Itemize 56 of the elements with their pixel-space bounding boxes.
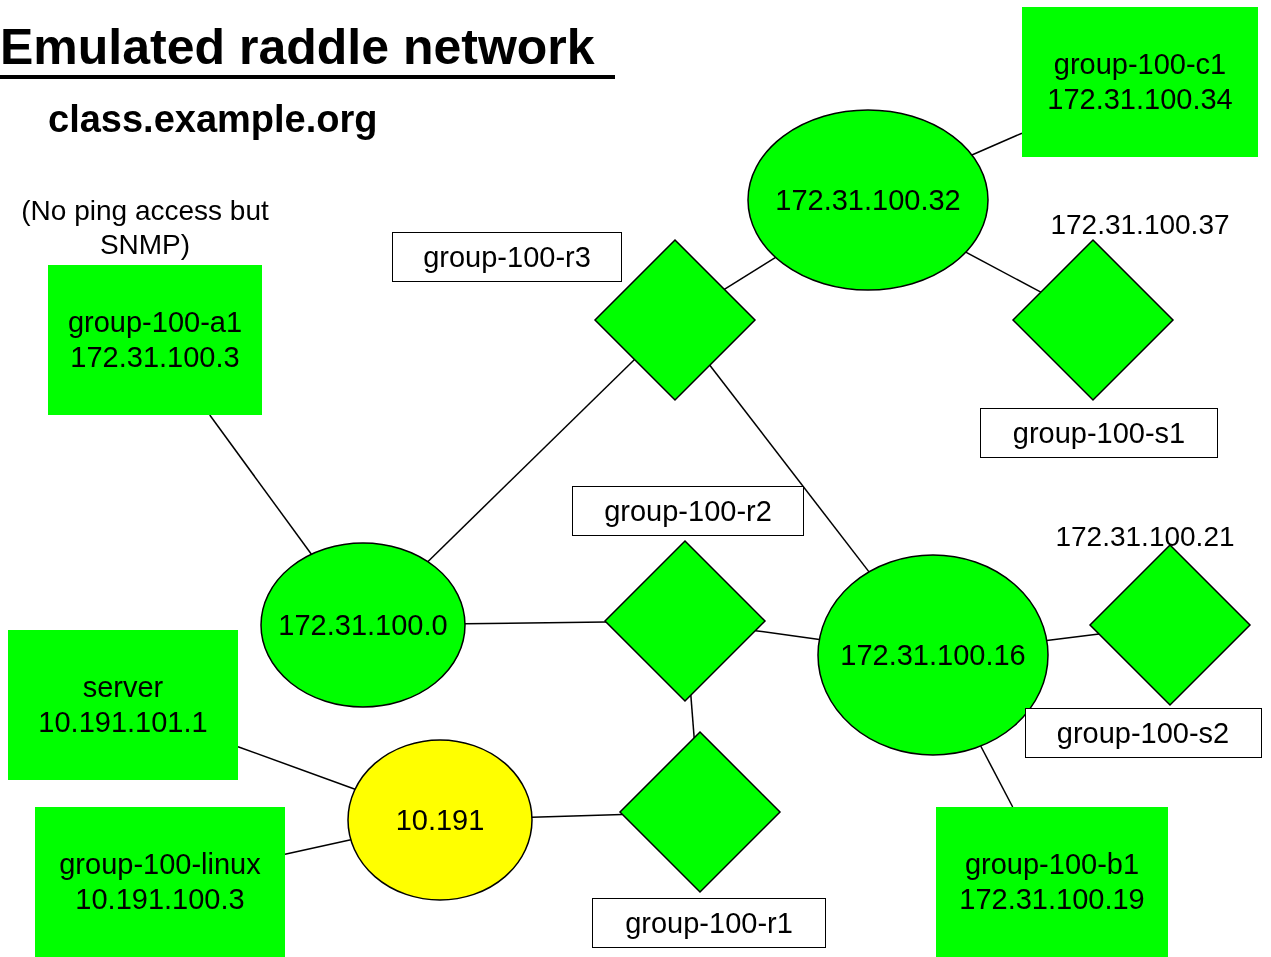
- connector-line: [209, 414, 313, 556]
- host-box: [1022, 7, 1258, 157]
- node-label: 10.191.100.3: [75, 882, 245, 917]
- node-label: 172.31.100.19: [959, 882, 1145, 917]
- router-diamond: [1013, 240, 1173, 400]
- node-label: group-100-s1: [1012, 415, 1186, 451]
- connector-line: [237, 745, 356, 790]
- router-diamond: [1090, 545, 1250, 705]
- name-tag: [1024, 708, 1262, 758]
- node-label: group-100-b1: [964, 847, 1140, 882]
- connector-line: [531, 813, 624, 818]
- node-label: group-100-linux: [59, 847, 261, 882]
- name-tag: [392, 232, 622, 282]
- connector-line: [971, 132, 1023, 156]
- node-label: group-100-s2: [1056, 715, 1230, 751]
- host-box: [35, 807, 285, 957]
- network-ellipse: [348, 740, 532, 900]
- connector-line: [979, 745, 1014, 808]
- network-ellipse: [748, 110, 988, 290]
- address-label: 172.31.100.37: [1049, 208, 1231, 242]
- node-label: 172.31.100.32: [775, 182, 961, 218]
- node-label: group-100-r1: [625, 905, 793, 941]
- node-label: 172.31.100.0: [278, 607, 448, 643]
- connector-line: [709, 364, 870, 573]
- connector-line: [284, 839, 352, 856]
- node-label: group-100-r3: [423, 239, 591, 275]
- domain-label: class.example.org: [48, 98, 378, 141]
- router-diamond: [620, 732, 780, 892]
- node-label: 10.191.101.1: [38, 705, 208, 740]
- node-label: 172.31.100.16: [840, 637, 1026, 673]
- network-ellipse: [261, 543, 465, 707]
- connector-line: [427, 358, 636, 563]
- name-tag: [980, 408, 1218, 458]
- network-ellipse: [818, 555, 1048, 755]
- host-box: [48, 265, 262, 415]
- node-label: 172.31.100.3: [70, 340, 240, 375]
- host-box: [936, 807, 1168, 957]
- node-label: group-100-c1: [1053, 47, 1227, 82]
- node-label: group-100-r2: [604, 493, 772, 529]
- connector-line: [754, 629, 821, 641]
- host-box: [8, 630, 238, 780]
- connector-line: [1046, 633, 1100, 642]
- node-label: group-100-a1: [67, 305, 243, 340]
- node-label: 10.191: [395, 802, 485, 838]
- note-text: (No ping access but SNMP): [20, 194, 270, 262]
- address-label: 172.31.100.21: [1054, 520, 1236, 554]
- node-label: server: [82, 670, 164, 705]
- connector-line: [690, 694, 695, 739]
- router-diamond: [595, 240, 755, 400]
- connector-line: [723, 256, 777, 291]
- connector-line: [965, 251, 1042, 293]
- router-diamond: [605, 541, 765, 701]
- name-tag: [572, 486, 804, 536]
- title: Emulated raddle network: [0, 20, 615, 79]
- node-label: 172.31.100.34: [1047, 82, 1233, 117]
- name-tag: [592, 898, 826, 948]
